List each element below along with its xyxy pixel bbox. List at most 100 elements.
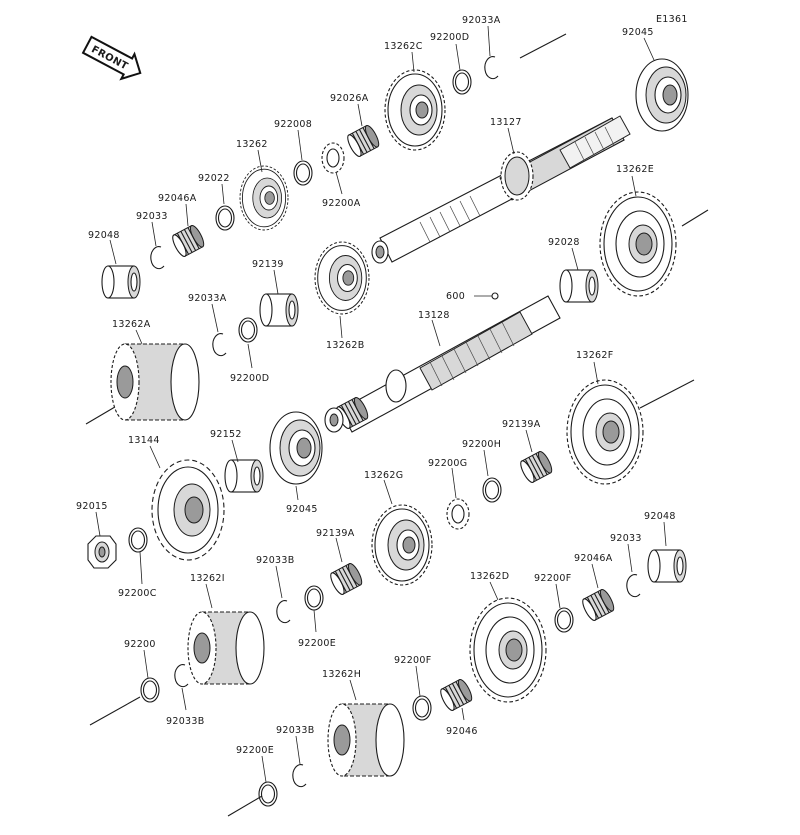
svg-text:92045: 92045 <box>286 504 318 515</box>
callout-circlip-92033-top: 92033 <box>136 211 167 247</box>
needle-bearing-92046 <box>437 677 475 713</box>
output-shaft-13128 <box>324 295 561 433</box>
svg-text:13262B: 13262B <box>326 340 365 351</box>
axis-line-lower-left <box>89 696 141 726</box>
svg-text:13262I: 13262I <box>190 573 225 584</box>
svg-text:92200D: 92200D <box>230 373 269 384</box>
sprocket-13144 <box>151 459 225 561</box>
callout-washer-92200e-lower: 92200E <box>236 745 274 783</box>
callout-gear-13262c: 13262C <box>384 41 422 73</box>
gear-13262d <box>469 597 547 703</box>
callout-gear-13262i: 13262I <box>190 573 225 609</box>
washer-92200h <box>482 477 502 503</box>
washer-92200e-lower <box>258 781 278 807</box>
circlip-92033-top <box>150 246 165 270</box>
svg-text:92200F: 92200F <box>394 655 432 666</box>
svg-text:92033B: 92033B <box>256 555 295 566</box>
callout-bushing-92139: 92139 <box>252 259 283 295</box>
bushing-92139a-lower <box>327 561 365 597</box>
callout-collar-92048-right: 92048 <box>644 511 676 547</box>
washer-92200f-right <box>554 607 574 633</box>
circlip-92033a-top <box>484 56 499 80</box>
callout-circlip-92033a-top: 92033A <box>462 15 501 57</box>
washer-92200d-mid <box>238 317 258 343</box>
washer-92200f-lower <box>412 695 432 721</box>
callout-needle-bearing-92026a: 92026A <box>330 93 369 127</box>
svg-text:92200: 92200 <box>124 639 156 650</box>
collar-92152 <box>224 459 264 493</box>
svg-text:92022: 92022 <box>198 173 230 184</box>
gear-13262f <box>566 379 644 485</box>
callout-washer-92200d-top: 92200D <box>430 32 469 71</box>
washer-92200c <box>128 527 148 553</box>
gear-13262b <box>314 241 370 315</box>
nut-92015 <box>87 535 117 569</box>
callout-circlip-92033a-mid: 92033A <box>188 293 226 333</box>
axis-line-top <box>519 33 567 59</box>
callout-bushing-92139a-lower: 92139A <box>316 528 355 563</box>
svg-text:92046A: 92046A <box>574 553 613 564</box>
svg-text:13262D: 13262D <box>470 571 509 582</box>
callout-washer-92200f-right: 92200F <box>534 573 572 609</box>
input-shaft-13127 <box>371 115 631 264</box>
circlip-92033b-lower <box>292 764 307 788</box>
svg-text:13262A: 13262A <box>112 319 151 330</box>
gear-13262g <box>371 504 433 586</box>
svg-text:92200A: 92200A <box>322 198 361 209</box>
svg-text:13262: 13262 <box>236 139 268 150</box>
washer-92200a <box>321 142 345 174</box>
svg-text:92200E: 92200E <box>298 638 336 649</box>
bushing-92139a-right <box>517 449 555 485</box>
callout-gear-13262h: 13262H <box>322 669 361 701</box>
svg-text:92046: 92046 <box>446 726 478 737</box>
figure-id: E1361 <box>656 14 688 25</box>
svg-text:13262G: 13262G <box>364 470 403 481</box>
callout-washer-92200g: 92200G <box>428 458 467 499</box>
circlip-92033b-mid <box>276 600 291 624</box>
gear-13262a <box>110 343 200 421</box>
callout-bearing-92045-mid: 92045 <box>286 485 318 515</box>
callout-gear-13262b: 13262B <box>326 315 365 351</box>
svg-text:92033A: 92033A <box>462 15 501 26</box>
svg-text:92200C: 92200C <box>118 588 157 599</box>
bushing-92028 <box>559 269 599 303</box>
callout-bushing-92028: 92028 <box>548 237 580 271</box>
svg-text:13262H: 13262H <box>322 669 361 680</box>
axis-line-mid-right <box>639 379 695 409</box>
callout-bearing-92045-top: 92045 <box>622 27 655 61</box>
needle-bearing-92046a-top <box>169 223 207 259</box>
callout-needle-bearing-92046: 92046 <box>446 707 478 737</box>
circlip-92033a-mid <box>212 333 227 357</box>
callout-labels: 13262C 92200D 92033A 92045 92026A 922008… <box>76 15 676 783</box>
callout-gear-13262: 13262 <box>236 139 268 173</box>
callout-gear-13262a: 13262A <box>112 319 151 345</box>
needle-bearing-92026a <box>344 123 382 159</box>
svg-text:13128: 13128 <box>418 310 450 321</box>
svg-text:92139A: 92139A <box>316 528 355 539</box>
svg-text:92200G: 92200G <box>428 458 467 469</box>
needle-bearing-92046a-right <box>579 587 617 623</box>
washer-922008 <box>293 160 313 186</box>
callout-sprocket-13144: 13144 <box>128 435 161 469</box>
washer-92200e-mid <box>304 585 324 611</box>
callout-input-shaft-13127: 13127 <box>490 117 521 155</box>
svg-text:92200F: 92200F <box>534 573 572 584</box>
svg-text:92026A: 92026A <box>330 93 369 104</box>
callout-washer-922008: 922008 <box>274 119 312 161</box>
circlip-92033-right <box>626 574 641 598</box>
svg-text:13144: 13144 <box>128 435 160 446</box>
callout-collar-92048-top: 92048 <box>88 230 119 265</box>
svg-text:92048: 92048 <box>644 511 676 522</box>
callout-washer-92200: 92200 <box>124 639 156 679</box>
callout-gear-13262e: 13262E <box>616 164 654 197</box>
washer-92200d-top <box>452 69 472 95</box>
svg-text:92200E: 92200E <box>236 745 274 756</box>
svg-text:92033: 92033 <box>610 533 642 544</box>
callout-bushing-92139a-right: 92139A <box>502 419 540 453</box>
svg-text:92028: 92028 <box>548 237 580 248</box>
callout-pin-600: 600 <box>446 291 465 302</box>
gear-13262c <box>384 69 446 151</box>
callout-output-shaft-13128: 13128 <box>418 310 450 347</box>
callout-circlip-92033b-lower: 92033B <box>276 725 314 765</box>
